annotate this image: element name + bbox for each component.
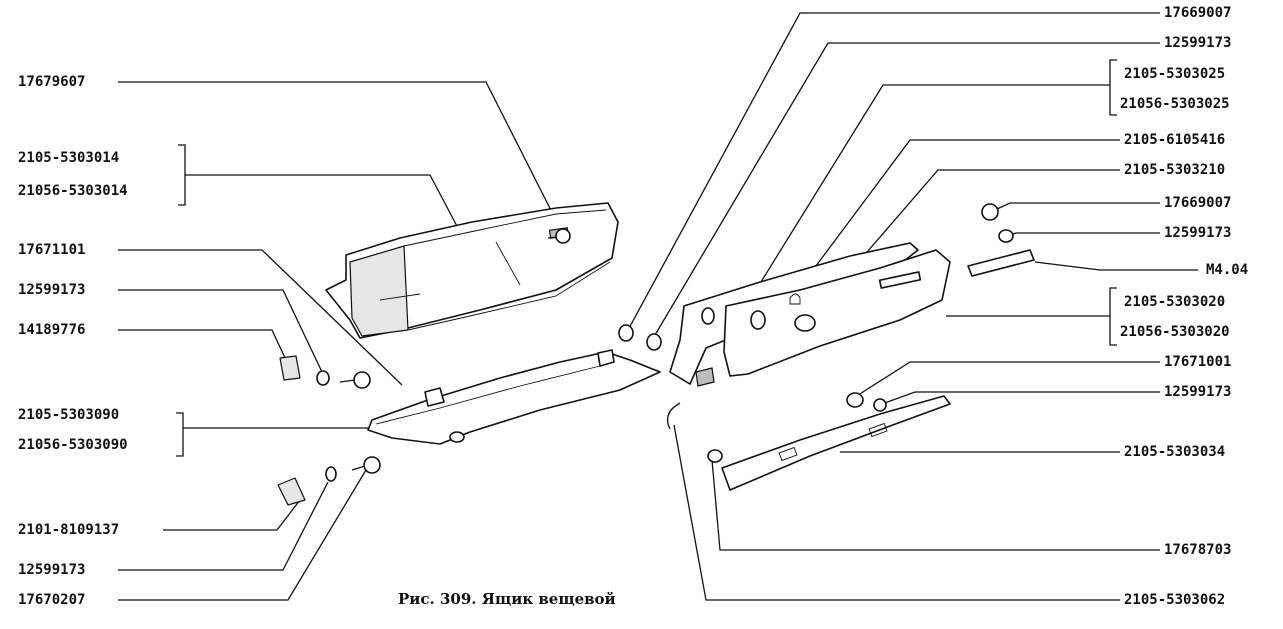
part-label: 12599173 bbox=[1164, 35, 1232, 51]
part-label: 17669007 bbox=[1164, 195, 1232, 211]
hinge-strip bbox=[721, 395, 951, 491]
part-label: 2105-6105416 bbox=[1124, 132, 1226, 148]
part-label: 12599173 bbox=[1164, 225, 1232, 241]
figure-caption: Рис. 309. Ящик вещевой bbox=[398, 590, 616, 608]
part-label: 2105-5303014 bbox=[18, 150, 120, 166]
part-label: 17670207 bbox=[18, 592, 86, 608]
left-fasteners bbox=[277, 228, 571, 506]
part-label: 2105-5303210 bbox=[1124, 162, 1226, 178]
leader-lines-right bbox=[627, 12, 1198, 601]
part-label: 2105-5303090 bbox=[18, 407, 120, 423]
glovebox-housing bbox=[325, 202, 619, 339]
part-label: 17671001 bbox=[1164, 354, 1232, 370]
leader-lines-left bbox=[118, 81, 563, 601]
part-label: 21056-5303025 bbox=[1120, 96, 1230, 112]
part-label: 17678703 bbox=[1164, 542, 1232, 558]
trim-panels bbox=[669, 242, 951, 387]
part-label: 12599173 bbox=[18, 562, 86, 578]
part-label: M4.04 bbox=[1206, 262, 1249, 278]
right-fasteners bbox=[618, 203, 1035, 463]
part-label: 21056-5303014 bbox=[18, 183, 128, 199]
part-label: 14189776 bbox=[18, 322, 86, 338]
part-label: 17679607 bbox=[18, 74, 86, 90]
part-label: 17671101 bbox=[18, 242, 86, 258]
part-label: 12599173 bbox=[1164, 384, 1232, 400]
part-label: 2105-5303034 bbox=[1124, 444, 1226, 460]
part-label: 21056-5303090 bbox=[18, 437, 128, 453]
part-label: 2105-5303062 bbox=[1124, 592, 1226, 608]
part-label: 17669007 bbox=[1164, 5, 1232, 21]
part-label: 2105-5303025 bbox=[1124, 66, 1226, 82]
glovebox-lid bbox=[367, 349, 661, 445]
part-label: 12599173 bbox=[18, 282, 86, 298]
part-label: 2101-8109137 bbox=[18, 522, 120, 538]
part-label: 21056-5303020 bbox=[1120, 324, 1230, 340]
part-label: 2105-5303020 bbox=[1124, 294, 1226, 310]
